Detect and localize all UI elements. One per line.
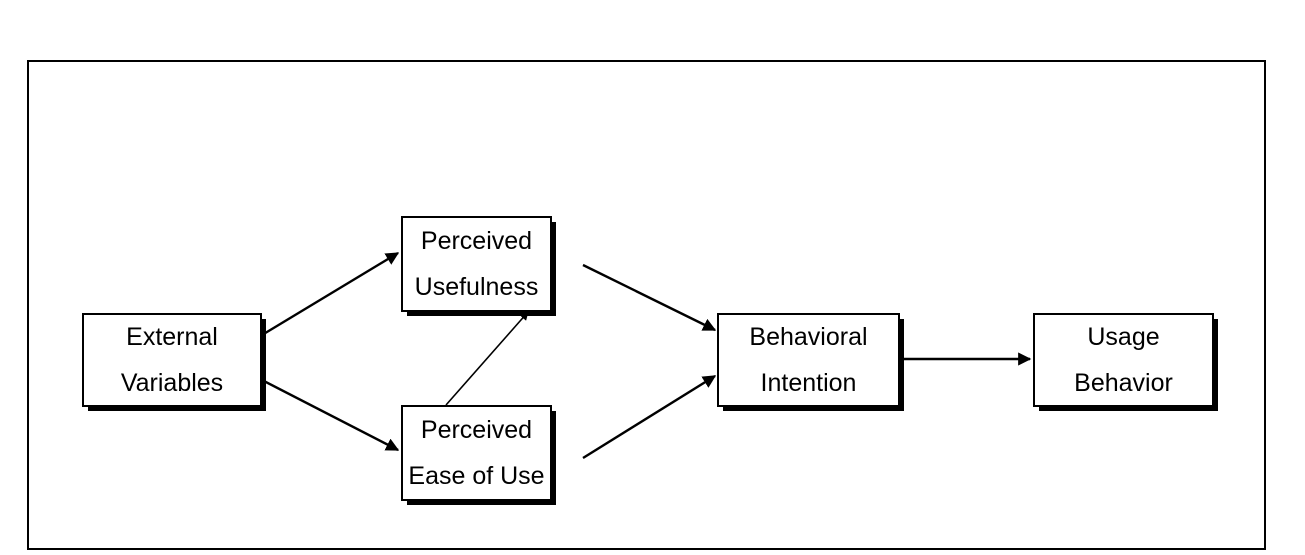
node-perceived-ease-of-use: Perceived Ease of Use [401, 405, 556, 505]
node-usage-behavior: Usage Behavior [1033, 313, 1218, 411]
node-usefulness-line2: Usefulness [414, 273, 539, 301]
diagram-frame [27, 60, 1266, 550]
node-external-line1: External [126, 323, 218, 351]
arrow-ease-to-usefulness [445, 311, 529, 406]
arrow-usefulness-to-intention [582, 263, 717, 332]
node-external-variables: External Variables [82, 313, 266, 411]
node-ease-line1: Perceived [420, 416, 533, 444]
node-intention-line2: Intention [760, 369, 857, 397]
node-ease-line2: Ease of Use [408, 462, 545, 490]
edges-group [261, 251, 1032, 460]
node-usage-line1: Usage [1087, 323, 1160, 351]
node-perceived-usefulness: Perceived Usefulness [401, 216, 556, 316]
arrow-ease-to-intention [582, 374, 717, 460]
node-usefulness-line1: Perceived [420, 227, 533, 255]
node-behavioral-intention: Behavioral Intention [717, 313, 904, 411]
arrow-external-to-ease [261, 378, 400, 452]
node-intention-line1: Behavioral [749, 323, 868, 351]
node-external-line2: Variables [120, 369, 224, 397]
node-usage-line2: Behavior [1074, 369, 1173, 397]
arrow-external-to-usefulness [261, 251, 400, 337]
